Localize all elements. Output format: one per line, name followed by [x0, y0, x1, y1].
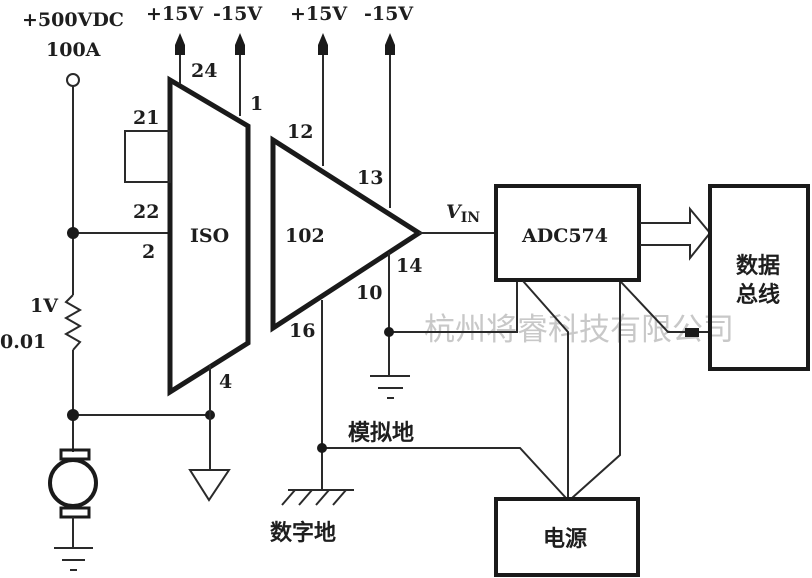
- digital-ground-label: 数字地: [270, 520, 336, 546]
- iso-name: ISO: [190, 225, 229, 247]
- watermark: 杭州将睿科技有限公司: [424, 312, 734, 348]
- ground-triangle-icon: [188, 469, 231, 502]
- source-current-label: 100A: [46, 39, 101, 61]
- pin-label: 21: [133, 107, 159, 129]
- adc-wiring: [522, 280, 710, 499]
- data-bus-block: [708, 184, 810, 371]
- source-voltage-label: +500VDC: [22, 9, 124, 31]
- supply-arrows: [175, 33, 395, 208]
- source-terminal-icon: [66, 73, 80, 87]
- amp-supply-neg: -15V: [364, 3, 414, 25]
- analog-ground-wiring: [370, 252, 518, 399]
- iso-supply-neg: -15V: [213, 3, 263, 25]
- iso-pin21-22-loop: [124, 130, 171, 183]
- shunt-resistance-label: 0.01: [0, 331, 46, 353]
- source-wiring: [63, 86, 215, 452]
- vin-label: VIN: [446, 201, 480, 226]
- digital-ground-wiring: [281, 300, 567, 506]
- bus-label-line2: 总线: [736, 282, 780, 308]
- shunt-resistor-icon: [63, 294, 83, 351]
- pin-label: 13: [357, 167, 383, 189]
- amplifier-102-block: [270, 135, 424, 333]
- pin-label: 24: [191, 60, 217, 82]
- iso-amplifier-block: [167, 75, 251, 397]
- iso-supply-pos: +15V: [146, 3, 204, 25]
- data-arrow-icon: [640, 206, 712, 261]
- ground-icon: [54, 547, 93, 571]
- power-supply-block: [494, 497, 640, 577]
- power-label: 电源: [543, 527, 587, 552]
- pin-label: 1: [250, 93, 263, 115]
- pin-label: 10: [356, 282, 382, 304]
- pin-label: 2: [142, 241, 155, 263]
- pin-label: 4: [219, 371, 232, 393]
- motor-icon: [48, 448, 98, 548]
- adc-name: ADC574: [521, 225, 608, 247]
- analog-ground-label: 模拟地: [348, 421, 414, 446]
- amp-supply-pos: +15V: [290, 3, 348, 25]
- pin-label: 16: [289, 320, 315, 342]
- bus-label-line1: 数据: [736, 253, 780, 279]
- shunt-voltage-label: 1V: [30, 295, 59, 317]
- pin-label: 22: [133, 201, 159, 223]
- adc574-block: [494, 184, 641, 282]
- pin-label: 14: [396, 255, 422, 277]
- amp-name: 102: [285, 225, 325, 247]
- pin-label: 12: [287, 121, 313, 143]
